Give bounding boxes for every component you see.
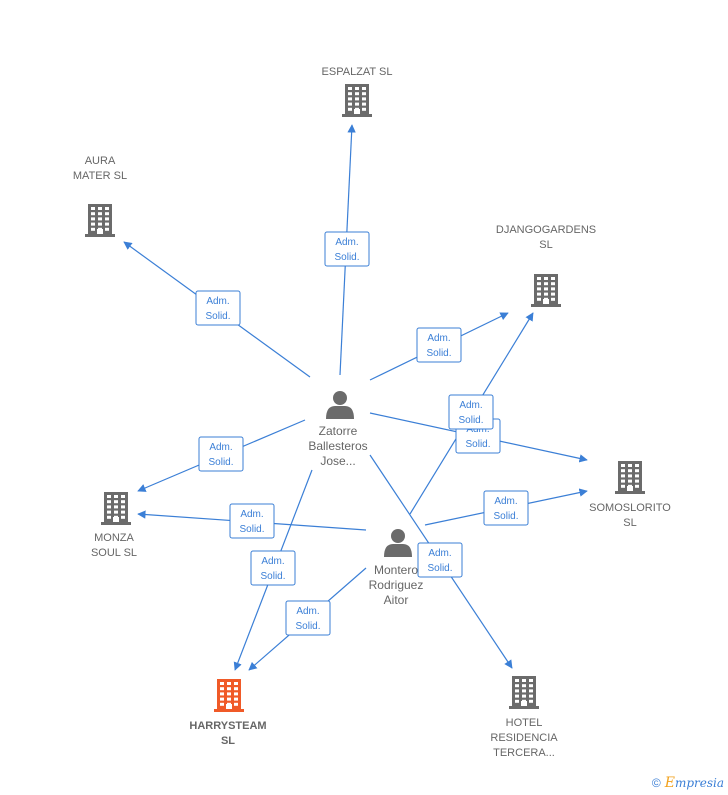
building-icon bbox=[509, 676, 539, 709]
edge-role-text: Solid. bbox=[239, 524, 264, 535]
edge-role-badge[interactable]: Adm. Solid. bbox=[229, 503, 275, 539]
company-name-line: ESPALZAT SL bbox=[322, 66, 393, 78]
edge-labels-layer: Adm. Solid. Adm. Solid. Adm. Solid. Adm. Solid.… bbox=[195, 231, 529, 636]
building-icon bbox=[85, 204, 115, 237]
company-name-line: SL bbox=[623, 517, 636, 529]
company-name-line: MATER SL bbox=[73, 170, 127, 182]
edge-role-text: Adm. bbox=[428, 548, 451, 559]
edge-role-badge-box bbox=[229, 503, 275, 539]
edge-role-badge[interactable]: Adm. Solid. bbox=[285, 600, 331, 636]
company-name-line: SL bbox=[539, 239, 552, 251]
brand-name: mpresia bbox=[674, 776, 724, 790]
edge-role-badge-box bbox=[416, 327, 462, 363]
company-node-monza[interactable]: MONZA SOUL SL bbox=[91, 492, 137, 559]
footer-brand[interactable]: ©Empresia bbox=[652, 775, 724, 791]
person-node-zatorre[interactable]: ZatorreBallesterosJose... bbox=[308, 391, 368, 468]
edge-role-text: Solid. bbox=[493, 511, 518, 522]
edge-role-badge-box bbox=[483, 490, 529, 526]
building-icon bbox=[342, 84, 372, 117]
person-name-line: Aitor bbox=[384, 593, 409, 607]
company-name-line: SOUL SL bbox=[91, 547, 137, 559]
company-name-line: DJANGOGARDENS bbox=[496, 224, 596, 236]
person-name-line: Montero bbox=[374, 563, 418, 577]
copyright-symbol: © bbox=[651, 776, 661, 790]
edge-role-text: Solid. bbox=[458, 415, 483, 426]
edge-role-text: Solid. bbox=[427, 563, 452, 574]
edge-role-badge-box bbox=[417, 542, 463, 578]
edge-role-text: Solid. bbox=[208, 457, 233, 468]
person-name-line: Rodriguez bbox=[369, 578, 424, 592]
company-name-line: AURA bbox=[85, 155, 116, 167]
person-icon bbox=[384, 529, 412, 557]
edge-role-badge-box bbox=[250, 550, 296, 586]
company-name-line: TERCERA... bbox=[493, 747, 555, 759]
edge-role-badge[interactable]: Adm. Solid. bbox=[198, 436, 244, 472]
edge-role-text: Solid. bbox=[465, 439, 490, 450]
person-name-line: Jose... bbox=[320, 454, 355, 468]
edge-role-text: Solid. bbox=[205, 311, 230, 322]
edge-role-text: Adm. bbox=[206, 296, 229, 307]
edge-role-text: Adm. bbox=[261, 556, 284, 567]
building-icon bbox=[615, 461, 645, 494]
edge-role-text: Adm. bbox=[296, 606, 319, 617]
company-node-aura[interactable]: AURA MATER SL bbox=[73, 155, 127, 237]
person-name-line: Ballesteros bbox=[308, 439, 367, 453]
company-name-line: HOTEL bbox=[506, 717, 543, 729]
edge-role-badge[interactable]: Adm. Solid. bbox=[324, 231, 370, 267]
building-icon bbox=[214, 679, 244, 712]
person-name-line: Zatorre bbox=[319, 424, 358, 438]
company-node-harrysteam[interactable]: HARRYSTEAM SL bbox=[189, 679, 267, 747]
edge-role-text: Adm. bbox=[494, 496, 517, 507]
edge-role-badge[interactable]: Adm. Solid. bbox=[483, 490, 529, 526]
edge-role-text: Adm. bbox=[209, 442, 232, 453]
company-name-line: MONZA bbox=[94, 532, 134, 544]
edge-role-text: Adm. bbox=[335, 237, 358, 248]
edge-role-text: Adm. bbox=[240, 509, 263, 520]
edge-role-badge[interactable]: Adm. Solid. bbox=[417, 542, 463, 578]
company-name-line: SL bbox=[221, 735, 235, 747]
brand-initial: E bbox=[664, 775, 675, 791]
company-name-line: RESIDENCIA bbox=[490, 732, 558, 744]
edge-role-badge-box bbox=[324, 231, 370, 267]
edge-role-badge[interactable]: Adm. Solid. bbox=[250, 550, 296, 586]
company-name-line: SOMOSLORITO bbox=[589, 502, 671, 514]
edge-role-text: Solid. bbox=[295, 621, 320, 632]
edge-role-text: Solid. bbox=[426, 348, 451, 359]
edge-role-badge[interactable]: Adm. Solid. bbox=[195, 290, 241, 326]
edge-role-badge[interactable]: Adm. Solid. bbox=[448, 394, 494, 430]
edge-role-badge[interactable]: Adm. Solid. bbox=[416, 327, 462, 363]
building-icon bbox=[531, 274, 561, 307]
edge-role-badge-box bbox=[195, 290, 241, 326]
company-node-hotel[interactable]: HOTEL RESIDENCIA TERCERA... bbox=[490, 676, 558, 759]
edges-layer bbox=[123, 124, 588, 671]
company-node-djangogardens[interactable]: DJANGOGARDENS SL bbox=[496, 224, 596, 307]
company-node-espalzat[interactable]: ESPALZAT SL bbox=[322, 66, 393, 117]
edge-role-text: Solid. bbox=[260, 571, 285, 582]
building-icon bbox=[101, 492, 131, 525]
edge-role-badge-box bbox=[198, 436, 244, 472]
edge-role-text: Solid. bbox=[334, 252, 359, 263]
company-name-line: HARRYSTEAM bbox=[189, 720, 266, 732]
edge-role-badge-box bbox=[448, 394, 494, 430]
edge-role-text: Adm. bbox=[427, 333, 450, 344]
company-node-somoslorito[interactable]: SOMOSLORITO SL bbox=[589, 461, 671, 529]
edge-role-badge-box bbox=[285, 600, 331, 636]
person-icon bbox=[326, 391, 354, 419]
edge-role-text: Adm. bbox=[459, 400, 482, 411]
